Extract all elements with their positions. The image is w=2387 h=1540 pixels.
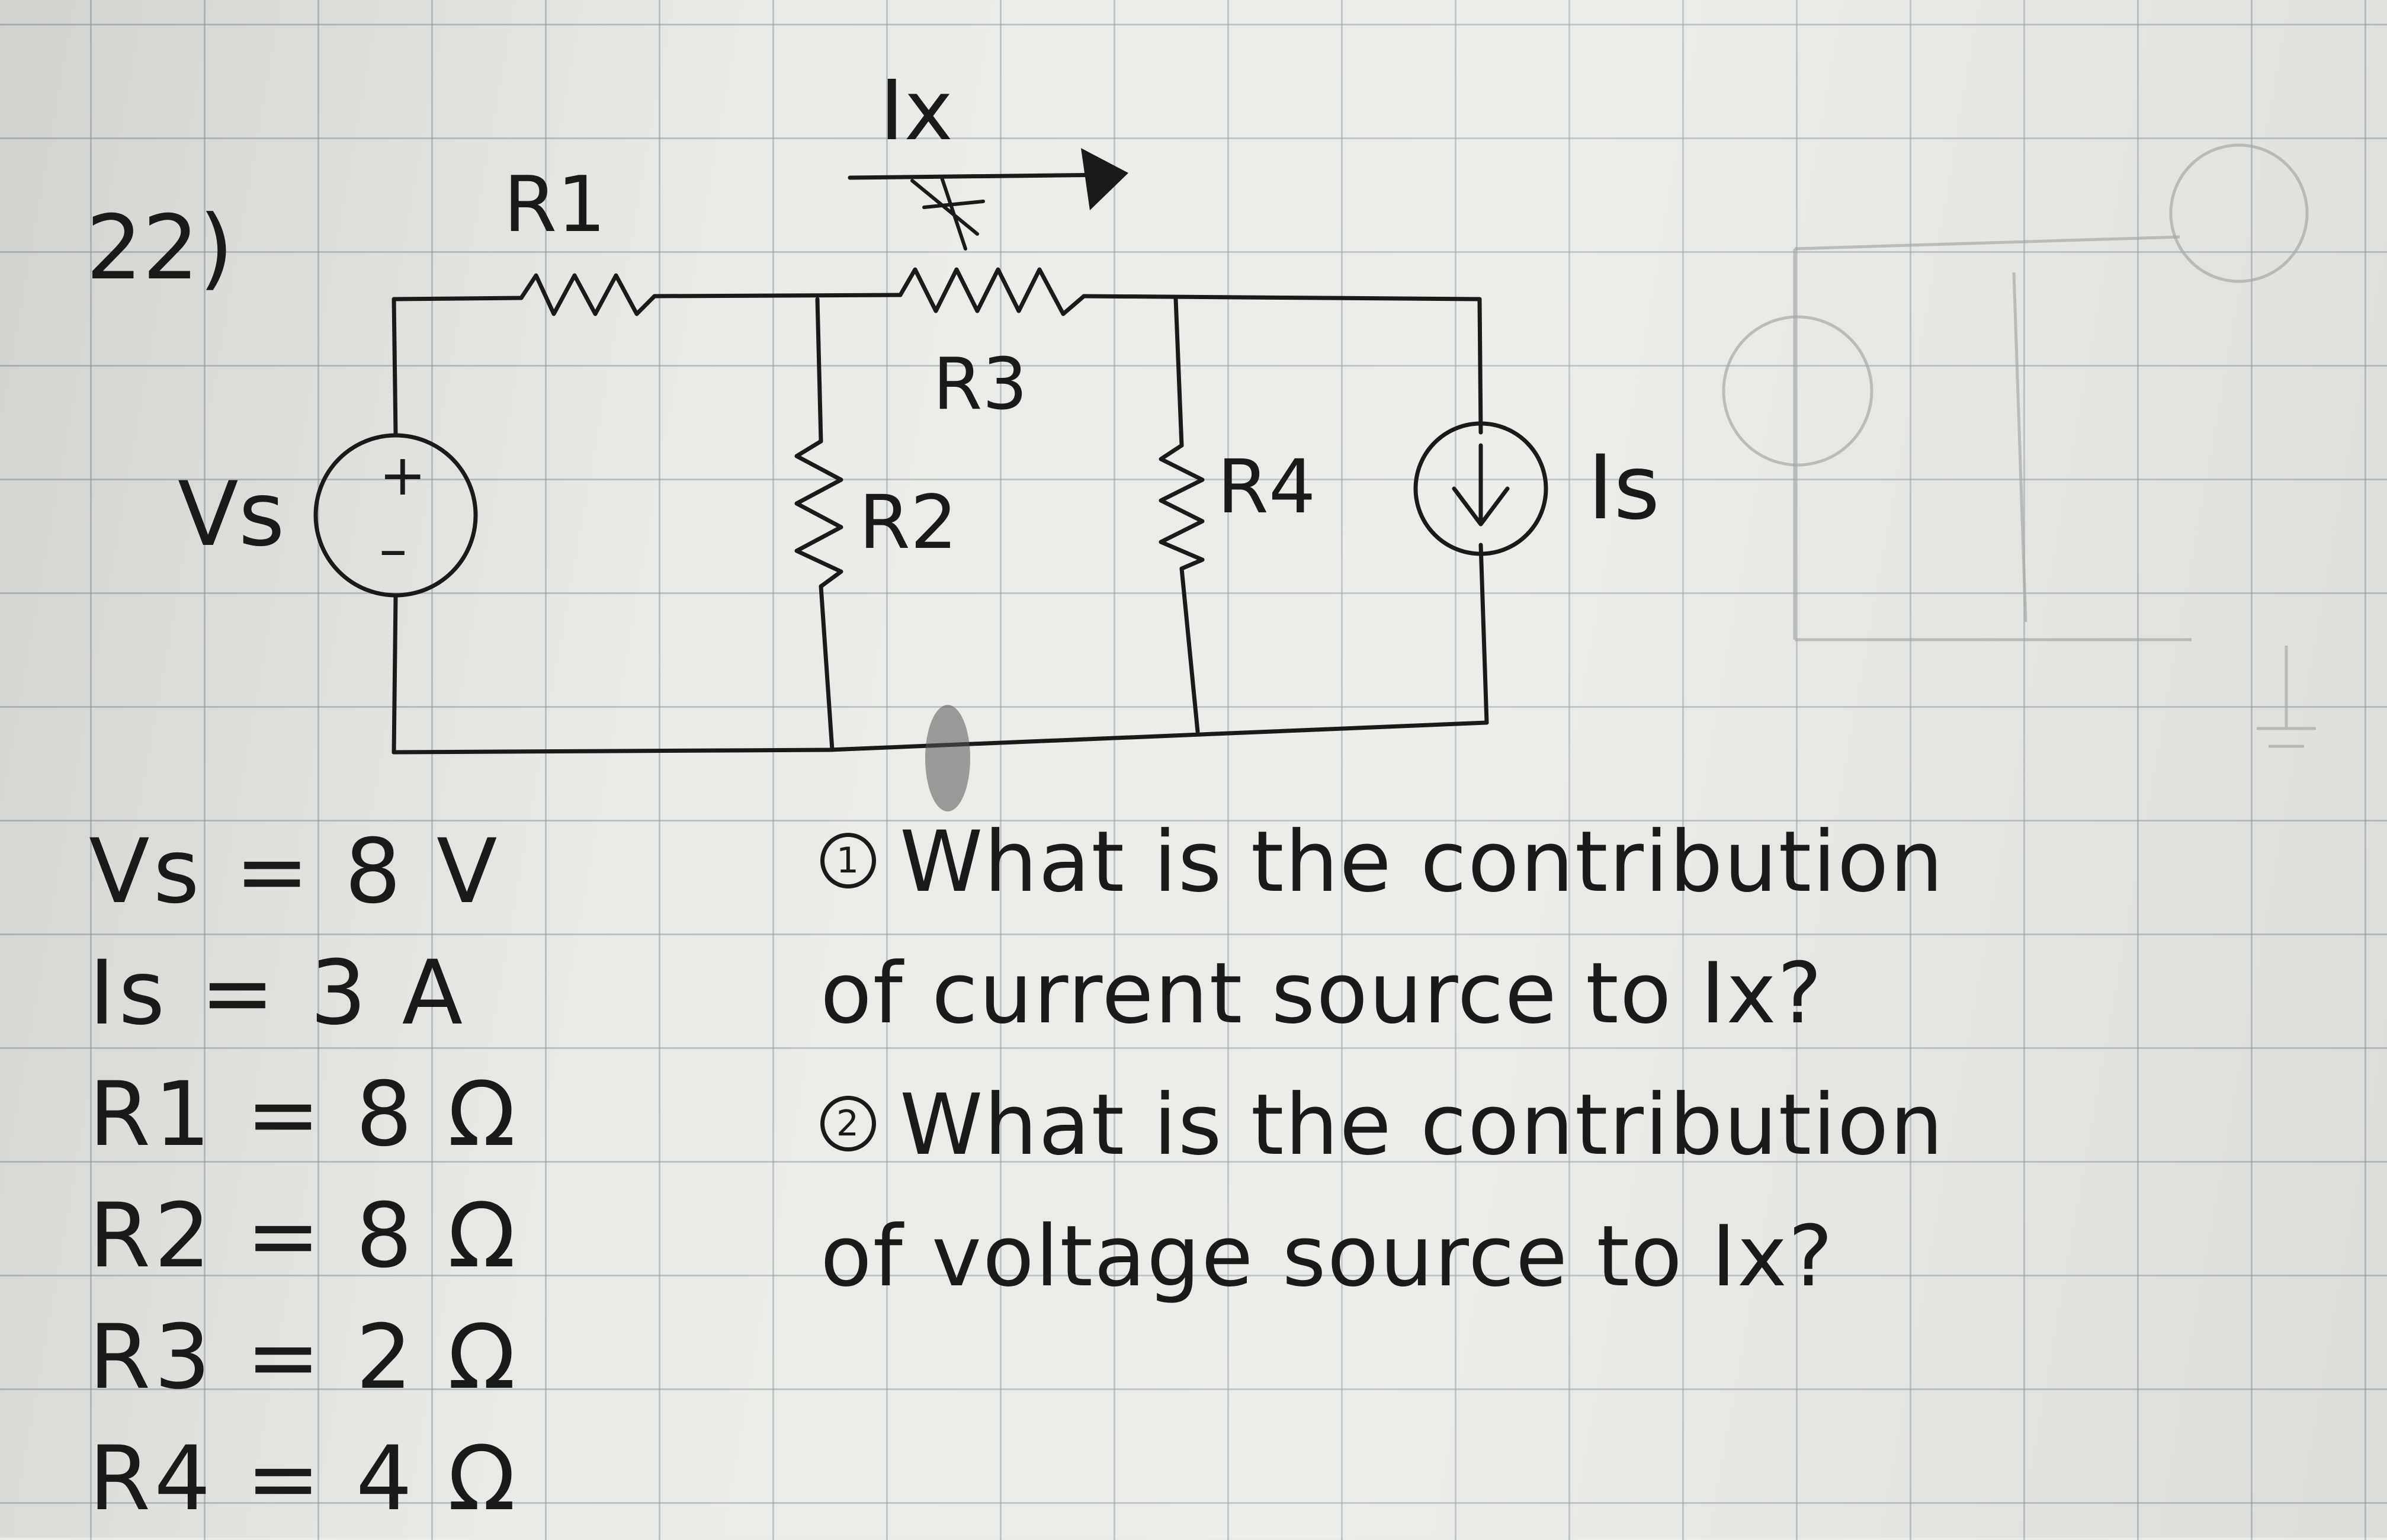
r4-wire bbox=[1173, 297, 1200, 734]
left-wire bbox=[392, 297, 398, 755]
question-2-number: 2 bbox=[820, 1095, 876, 1151]
question-1-line-1: 1 What is the contribution bbox=[820, 797, 2337, 928]
is-value: Is = 3 A bbox=[89, 942, 467, 1045]
right-wire bbox=[1477, 297, 1489, 725]
top-wire bbox=[392, 293, 1482, 301]
ghost-sketch bbox=[1722, 143, 2316, 748]
middle-wire bbox=[815, 297, 835, 752]
question-1-line-2: of current source to Ix? bbox=[820, 945, 1824, 1042]
current-source-arrow-icon bbox=[1452, 443, 1510, 527]
r1-value: R1 = 8 Ω bbox=[89, 1063, 519, 1166]
r4-resistor bbox=[1159, 443, 1205, 571]
minus-sign: – bbox=[379, 517, 408, 582]
vs-label: Vs bbox=[178, 463, 285, 566]
r3-value: R3 = 2 Ω bbox=[89, 1306, 519, 1409]
question-2-text: What is the contribution bbox=[900, 1076, 1945, 1174]
ix-arrow-icon bbox=[848, 172, 1116, 180]
r2-label: R2 bbox=[859, 480, 957, 566]
scribble-mark bbox=[910, 176, 985, 251]
smudge-mark bbox=[925, 705, 970, 811]
bottom-wire bbox=[392, 720, 1489, 755]
vs-value: Vs = 8 V bbox=[89, 820, 501, 923]
current-source-circle bbox=[1413, 421, 1548, 556]
r1-label: R1 bbox=[503, 159, 606, 249]
plus-sign: + bbox=[379, 443, 426, 508]
ix-label: Ix bbox=[880, 63, 953, 159]
question-1-text: What is the contribution bbox=[900, 813, 1945, 911]
r2-value: R2 = 8 Ω bbox=[89, 1185, 519, 1288]
is-label: Is bbox=[1587, 437, 1660, 540]
r1-resistor bbox=[519, 273, 657, 316]
question-1-number: 1 bbox=[820, 832, 876, 888]
question-2-line-1: 2 What is the contribution bbox=[820, 1060, 2337, 1191]
voltage-source-circle bbox=[313, 433, 478, 598]
r3-label: R3 bbox=[933, 344, 1028, 426]
question-2-line-2: of voltage source to Ix? bbox=[820, 1208, 1834, 1305]
given-values: Vs = 8 V Is = 3 A R1 = 8 Ω R2 = 8 Ω R3 =… bbox=[89, 811, 519, 1540]
r2-resistor bbox=[794, 439, 843, 589]
r4-label: R4 bbox=[1217, 444, 1316, 530]
ix-arrowhead-icon bbox=[1081, 148, 1128, 210]
r3-resistor bbox=[898, 267, 1086, 316]
r4-value: R4 = 4 Ω bbox=[89, 1427, 519, 1531]
problem-number: 22) bbox=[86, 197, 233, 300]
